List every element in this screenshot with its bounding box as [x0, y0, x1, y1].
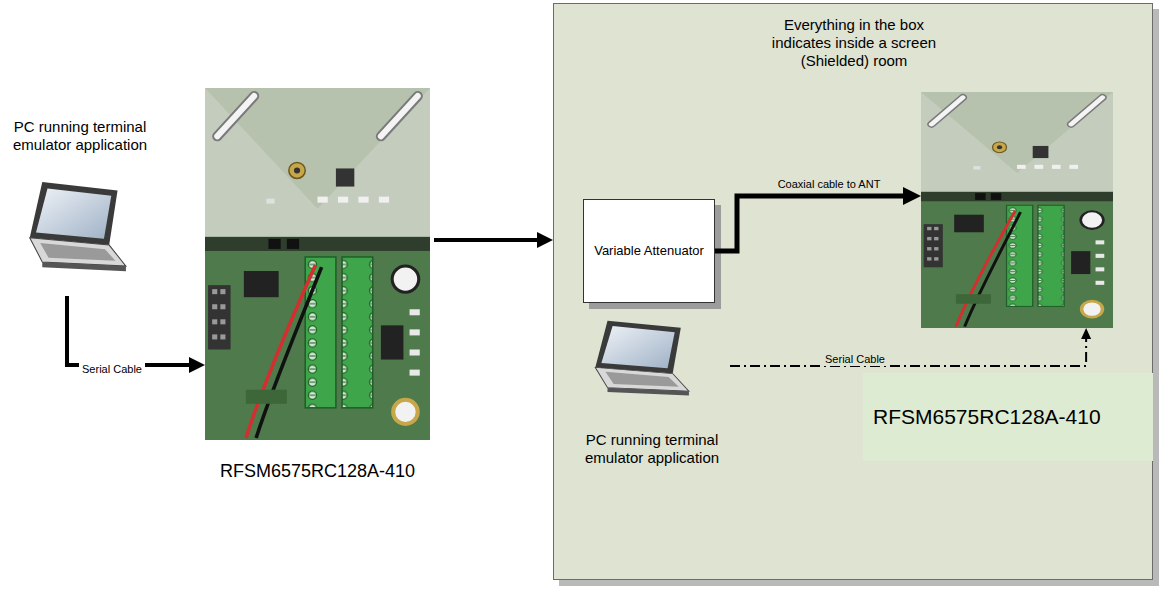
arrowhead: [903, 187, 921, 205]
arrowhead: [189, 357, 205, 373]
room-note: Everything in the box indicates inside a…: [759, 16, 949, 70]
connector-line: [715, 196, 904, 251]
circuit-board-picture: [921, 92, 1113, 328]
connector-label: Serial Cable: [822, 353, 888, 366]
radio-board: RFSM6575RC128A-410: [205, 88, 430, 440]
connector-line: [730, 338, 1086, 366]
arrowhead: [1081, 328, 1091, 339]
label-band: RFSM6575RC128A-410: [863, 373, 1153, 461]
board-label: RFSM6575RC128A-410: [220, 461, 415, 483]
serial-cable: [730, 328, 1091, 366]
connector-line: [67, 296, 190, 365]
laptop-icon: [13, 180, 128, 285]
board-label: RFSM6575RC128A-410: [873, 404, 1101, 429]
shielded-room: Everything in the box indicates inside a…: [553, 3, 1153, 580]
computer-node: PC running terminal emulator application: [576, 319, 728, 484]
computer-node: PC running terminal emulator application: [5, 118, 155, 296]
connector-line: [434, 238, 538, 242]
arrowhead: [537, 232, 553, 248]
connector-label: Coaxial cable to ANT: [775, 178, 884, 191]
node-text: PC running terminal emulator application: [576, 431, 728, 467]
attenuator-box: Variable Attenuator: [583, 199, 715, 303]
serial-cable: [67, 296, 205, 373]
node-text: PC running terminal emulator application: [5, 118, 155, 154]
signal-arrow: [434, 232, 553, 248]
laptop-icon: [579, 319, 691, 407]
radio-board: RFSM6575RC128A-410: [921, 92, 1113, 328]
node-text: Variable Attenuator: [594, 243, 704, 259]
coaxial-cable: [715, 187, 921, 251]
connector-label: Serial Cable: [79, 363, 145, 376]
circuit-board-picture: [205, 88, 430, 440]
